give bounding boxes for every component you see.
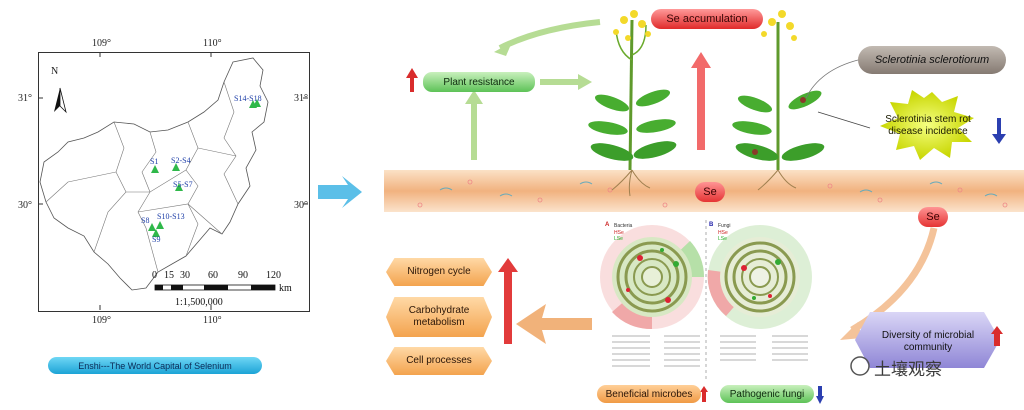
lat-label-left-1: 31° [18,93,32,104]
north-arrow-icon [54,87,67,114]
diversity-up-arrow [991,326,1003,346]
scale-unit: km [279,283,292,294]
site-label-s8: S8 [141,216,150,225]
scale-tick-60: 60 [208,270,218,281]
diversity-diamond [855,312,1000,368]
scale-tick-90: 90 [238,270,248,281]
diversity-label: Diversity of microbial community [881,330,975,353]
se-accumulation-label: Se accumulation [651,9,763,29]
site-marker [156,221,164,229]
site-marker [152,229,160,237]
cladogram-fungi [707,225,812,329]
functions-up-arrow [498,258,518,344]
lat-label-right-2: 30° [294,200,308,211]
map-caption: Enshi---The World Capital of Selenium [48,357,262,374]
cladogram-bacteria [600,225,705,330]
scale-tick-120: 120 [266,270,281,281]
function-carbohydrate-metabolism: Carbohydrate metabolism [386,297,492,337]
pathogenic-fungi-label: Pathogenic fungi [720,385,814,403]
lon-label-bottom-2: 110° [203,315,222,326]
se-soil-label: Se [695,182,725,202]
site-marker [172,163,180,171]
panel-a-title: Bacteria [614,223,633,229]
function-nitrogen-cycle: Nitrogen cycle [386,258,492,286]
scale-bar [154,284,276,291]
site-marker [151,165,159,173]
rapeseed-plant-right [732,10,825,191]
lon-label-bottom-1: 109° [92,315,111,326]
beneficial-microbes-label: Beneficial microbes [597,385,701,403]
disease-down-arrow [992,118,1006,144]
lat-label-right-1: 31° [294,93,308,104]
north-label: N [51,66,59,77]
site-label-s1: S1 [150,157,159,166]
lon-label-top-1: 109° [92,38,111,49]
watermark-icon [850,356,870,376]
plant-resistance-label: Plant resistance [423,72,535,92]
watermark-text: 土壤观察 [874,360,942,380]
panel-b-letter: B [709,222,714,228]
pathogen-label: Sclerotinia sclerotiorum [858,46,1006,74]
site-marker [148,223,156,231]
panel-b-legend-lse: LSe [718,236,727,242]
site-label-s9: S9 [152,235,161,244]
scale-tick-15: 15 [164,270,174,281]
panel-a-legend-lse: LSe [614,236,623,242]
arrow-to-plant-resistance [498,19,601,51]
site-marker [253,99,261,107]
pathogenic-down-arrow [816,386,824,404]
scale-tick-0: 0 [152,270,157,281]
function-cell-processes: Cell processes [386,347,492,375]
beneficial-up-arrow [700,386,708,402]
site-label-s5-s7: S5-S7 [173,180,193,189]
panel-b-legend-hse: HSe [718,230,728,236]
disease-burst [880,90,974,160]
panel-b-title: Fungi [718,223,731,229]
site-label-s2-s4: S2-S4 [171,156,191,165]
resistance-up-arrow [406,68,418,92]
disease-label: Sclerotinia stem rot disease incidence [885,114,971,137]
diagram-to-functions-arrow [516,304,592,344]
lat-label-left-2: 30° [18,200,32,211]
rapeseed-plant-left [588,10,677,197]
site-label-s10-s13: S10-S13 [157,212,185,221]
site-label-s14-s18: S14-S18 [234,94,262,103]
se-side-label: Se [918,207,948,227]
map-to-diagram-arrow [318,176,362,208]
se-increase-arrow [691,52,711,150]
sample-sites [148,99,261,237]
lon-label-top-2: 110° [203,38,222,49]
site-marker [175,183,183,191]
scale-ratio: 1:1,500,000 [175,297,223,308]
map-svg [38,52,308,310]
panel-a-legend-hse: HSe [614,230,624,236]
enshi-outline [39,57,269,291]
scale-tick-30: 30 [180,270,190,281]
panel-a-letter: A [605,222,610,228]
